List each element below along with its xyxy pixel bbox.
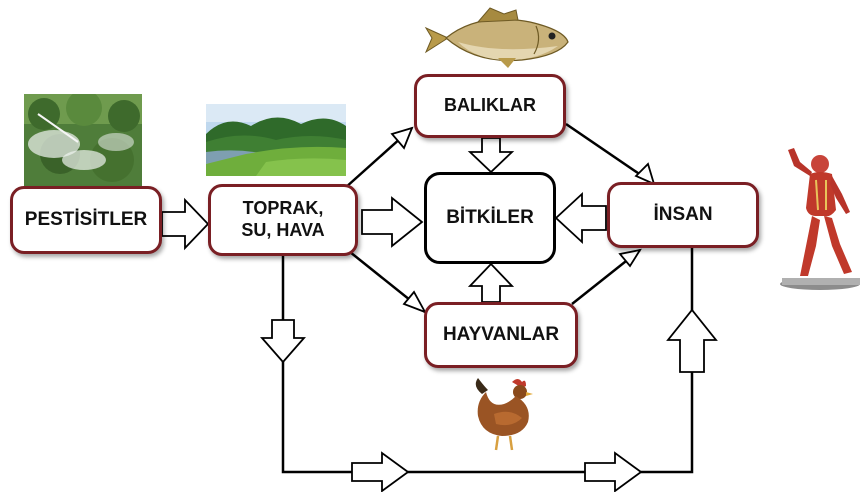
arrowhead-to-hayvanlar	[402, 290, 427, 314]
chicken-illustration	[470, 374, 540, 452]
node-pestisitler: PESTİSİTLER	[10, 186, 162, 254]
node-hayvanlar-label: HAYVANLAR	[442, 323, 560, 345]
node-bitkiler-label: BİTKİLER	[446, 206, 534, 228]
node-bitkiler: BİTKİLER	[424, 172, 556, 264]
block-arrow-hayvanlar-bitkiler	[467, 262, 515, 303]
block-arrow-loop-right-1	[351, 451, 410, 492]
node-toprak-label-line1: TOPRAK,	[242, 198, 324, 219]
arrowhead-to-insan-bottom	[618, 248, 642, 268]
node-toprak-label-line2: SU, HAVA	[241, 220, 325, 240]
node-insan-label: İNSAN	[653, 203, 713, 225]
arrowhead-to-insan-top	[634, 162, 656, 186]
arrowhead-to-baliklar	[390, 126, 414, 150]
node-hayvanlar: HAYVANLAR	[424, 302, 578, 368]
fish-illustration	[418, 6, 570, 68]
block-arrow-pestisitler-toprak	[161, 197, 210, 251]
block-arrow-loop-up	[666, 308, 718, 373]
node-baliklar-label: BALIKLAR	[444, 95, 536, 116]
block-arrow-loop-right-2	[584, 451, 643, 492]
block-arrow-loop-down	[260, 319, 306, 364]
node-baliklar: BALIKLAR	[414, 74, 566, 138]
node-pestisitler-label: PESTİSİTLER	[24, 208, 148, 230]
block-arrow-toprak-bitkiler	[361, 196, 424, 248]
pesticide-spraying-photo	[24, 94, 142, 186]
river-landscape-photo	[206, 104, 346, 176]
block-arrow-insan-bitkiler	[554, 191, 607, 245]
block-arrow-baliklar-bitkiler	[467, 137, 515, 174]
human-anatomy-model	[770, 146, 862, 292]
node-toprak-su-hava: TOPRAK, SU, HAVA	[208, 184, 358, 256]
node-insan: İNSAN	[607, 182, 759, 248]
